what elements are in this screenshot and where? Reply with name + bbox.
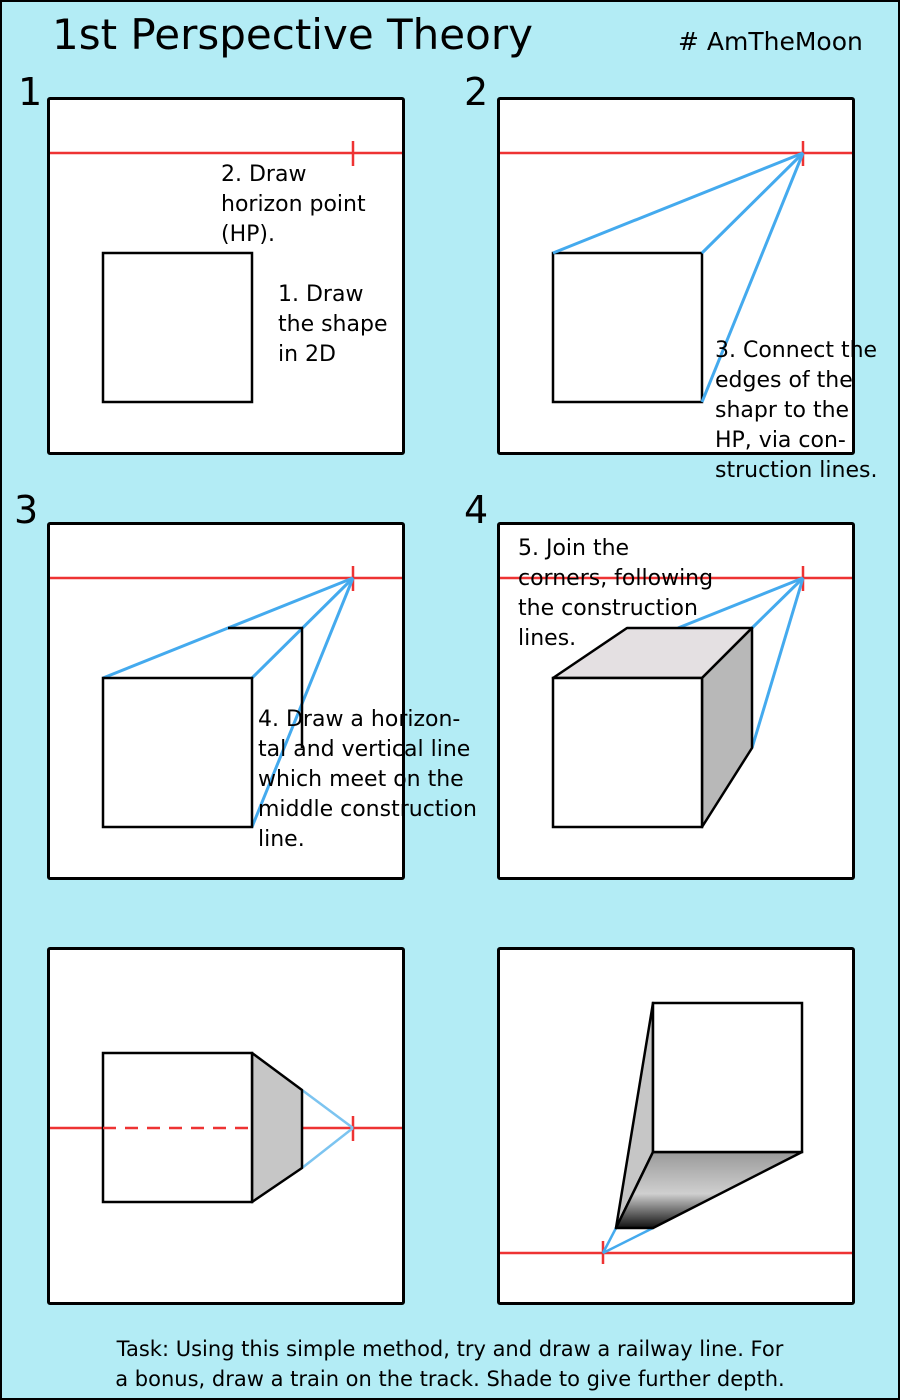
cube-side-face bbox=[250, 1051, 304, 1204]
panel-5-drawing bbox=[50, 1051, 402, 1204]
panel-step-1 bbox=[47, 97, 405, 455]
cube-front-face bbox=[551, 676, 704, 829]
page-title: 1st Perspective Theory bbox=[52, 10, 533, 59]
panel-4-drawing bbox=[500, 566, 852, 829]
note-draw-horizon-point: 2. Draw horizon point (HP). bbox=[221, 162, 366, 247]
step-number-1: 1 bbox=[18, 70, 43, 114]
square-shape bbox=[101, 251, 254, 404]
construction-line bbox=[301, 1127, 354, 1169]
note-connect-edges: 3. Connect the edges of the shapr to the… bbox=[715, 338, 878, 483]
panel-1-drawing bbox=[50, 141, 402, 404]
step-number-2: 2 bbox=[464, 70, 489, 114]
note-draw-shape: 1. Draw the shape in 2D bbox=[278, 282, 388, 367]
construction-line bbox=[601, 1227, 618, 1254]
construction-line bbox=[700, 152, 805, 403]
panel-2-drawing bbox=[500, 141, 852, 404]
step-number-3: 3 bbox=[14, 488, 39, 532]
construction-line bbox=[700, 151, 805, 255]
construction-line bbox=[750, 577, 805, 749]
square-shape bbox=[101, 676, 254, 829]
panel-step-3 bbox=[47, 522, 405, 880]
panel-example-horizon-middle bbox=[47, 947, 405, 1305]
author-hashtag: # AmTheMoon bbox=[678, 27, 863, 56]
panel-6-drawing bbox=[500, 1001, 852, 1264]
construction-line bbox=[301, 1088, 354, 1130]
construction-line bbox=[750, 576, 805, 630]
panel-example-horizon-low bbox=[497, 947, 855, 1305]
step-number-4: 4 bbox=[464, 488, 489, 532]
back-edges bbox=[228, 626, 304, 748]
panel-3-drawing bbox=[50, 566, 402, 829]
task-instructions: Task: Using this simple method, try and … bbox=[115, 1337, 785, 1391]
note-horizontal-vertical: 4. Draw a horizon- tal and vertical line… bbox=[258, 707, 477, 852]
construction-line bbox=[602, 1226, 654, 1255]
panel-step-2 bbox=[497, 97, 855, 455]
construction-line bbox=[552, 151, 804, 255]
note-join-corners: 5. Join the corners, following the const… bbox=[518, 536, 714, 651]
construction-line bbox=[677, 576, 804, 630]
square-shape bbox=[551, 251, 704, 404]
cube-front-face bbox=[651, 1001, 804, 1154]
panel-step-4 bbox=[497, 522, 855, 880]
